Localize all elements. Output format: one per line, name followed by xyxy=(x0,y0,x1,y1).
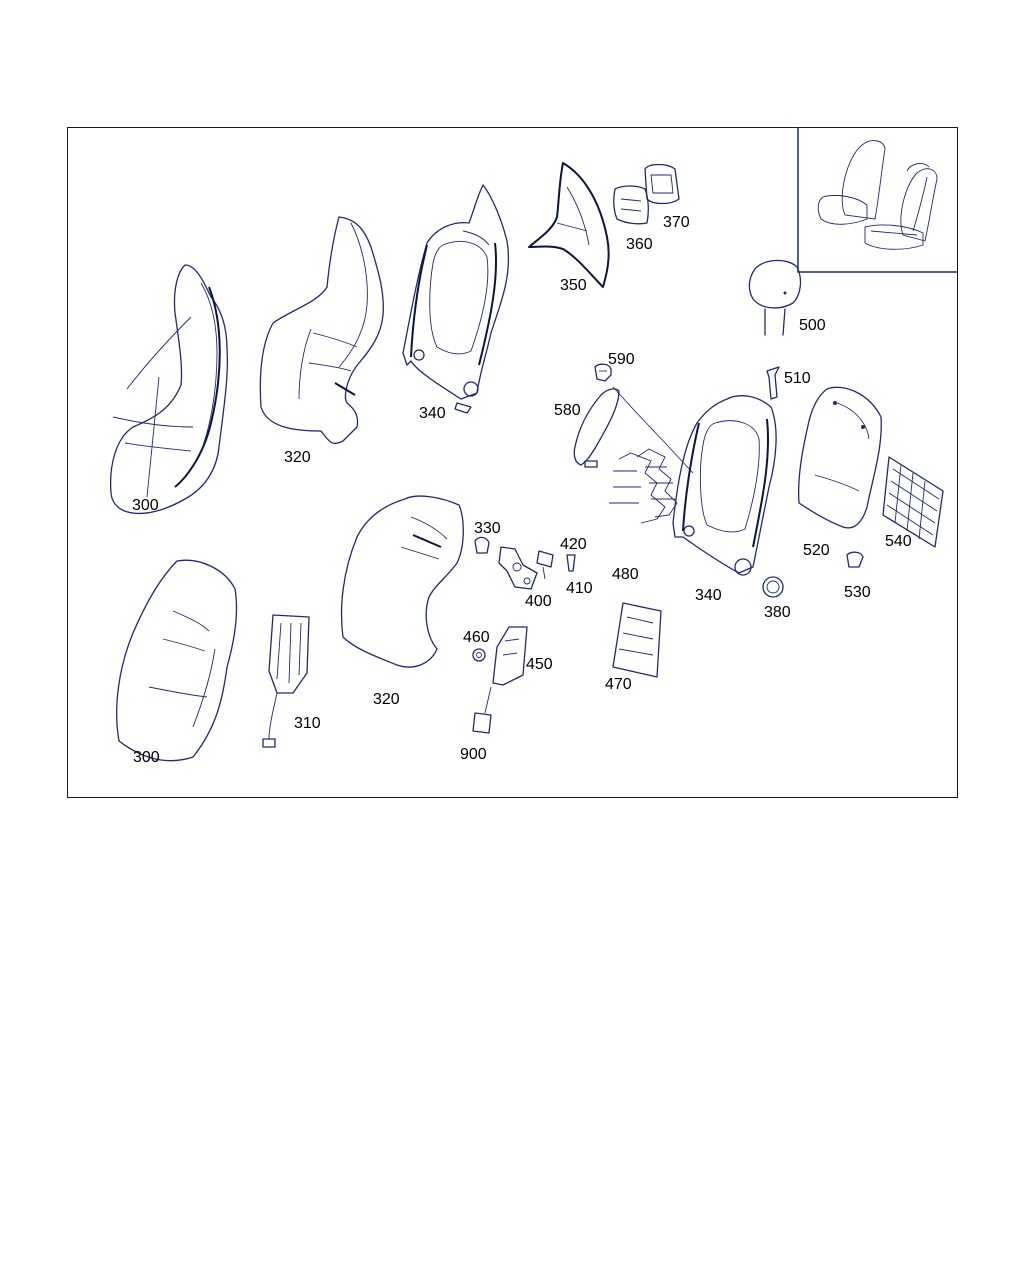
part-420-motor xyxy=(536,550,554,580)
label-460: 460 xyxy=(463,629,490,646)
label-420: 420 xyxy=(560,536,587,553)
label-450: 450 xyxy=(526,656,553,673)
label-530: 530 xyxy=(844,584,871,601)
label-300-upper: 300 xyxy=(132,497,159,514)
label-470: 470 xyxy=(605,676,632,693)
label-590: 590 xyxy=(608,351,635,368)
label-320-lower: 320 xyxy=(373,691,400,708)
part-500-headrest xyxy=(748,259,802,336)
part-400-bracket xyxy=(498,546,538,590)
label-340-right: 340 xyxy=(695,587,722,604)
part-360-trim-panel xyxy=(613,185,649,225)
label-480: 480 xyxy=(612,566,639,583)
label-510: 510 xyxy=(784,370,811,387)
part-510-guide xyxy=(766,366,780,400)
label-900: 900 xyxy=(460,746,487,763)
part-320-upper-padding xyxy=(259,216,384,445)
label-320-upper: 320 xyxy=(284,449,311,466)
part-300-lower-cover xyxy=(116,559,238,762)
label-370: 370 xyxy=(663,214,690,231)
part-320-lower-padding xyxy=(340,495,464,668)
part-370-cap xyxy=(644,163,680,205)
part-590-screw xyxy=(594,363,612,382)
seat-location-icon xyxy=(817,140,938,250)
part-330-clip xyxy=(474,536,490,554)
label-350: 350 xyxy=(560,277,587,294)
label-410: 410 xyxy=(566,580,593,597)
part-340-right-frame xyxy=(672,395,777,576)
part-540-net xyxy=(882,456,944,548)
label-310: 310 xyxy=(294,715,321,732)
part-580-side-cover xyxy=(573,386,694,474)
seat-location-inset xyxy=(797,127,958,273)
part-460-nut xyxy=(472,648,486,662)
part-450-airbag xyxy=(492,626,528,686)
part-labels: 300 320 340 350 360 370 500 590 510 580 … xyxy=(132,214,912,766)
part-900-connector xyxy=(472,686,492,734)
label-520: 520 xyxy=(803,542,830,559)
part-350-side-trim xyxy=(528,162,610,288)
part-470-lumbar-support xyxy=(612,602,662,678)
part-410-screw xyxy=(566,554,576,572)
part-380-knob xyxy=(762,576,784,598)
label-360: 360 xyxy=(626,236,653,253)
label-540: 540 xyxy=(885,533,912,550)
label-330: 330 xyxy=(474,520,501,537)
label-500: 500 xyxy=(799,317,826,334)
part-520-rear-panel xyxy=(797,386,882,529)
label-340-upper: 340 xyxy=(419,405,446,422)
part-310-heater xyxy=(262,614,310,748)
label-300-lower: 300 xyxy=(133,749,160,766)
label-580: 580 xyxy=(554,402,581,419)
part-480-lumbar-mat xyxy=(609,448,678,524)
part-300-upper-cover xyxy=(109,264,229,515)
label-380: 380 xyxy=(764,604,791,621)
part-530-clip xyxy=(846,551,864,568)
label-400: 400 xyxy=(525,593,552,610)
parts-diagram: 300 320 340 350 360 370 500 590 510 580 … xyxy=(109,127,958,766)
part-340-upper-frame xyxy=(402,184,510,414)
